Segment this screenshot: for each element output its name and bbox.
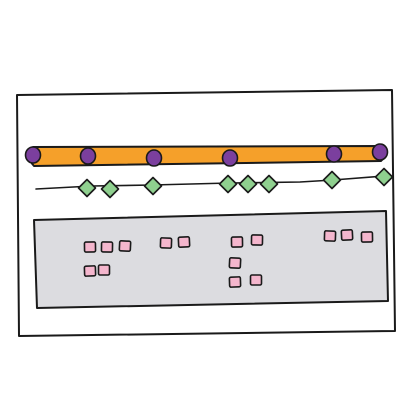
chip-3-4 [228, 276, 242, 288]
chip-1-3 [118, 239, 132, 253]
chip-4-2 [340, 228, 354, 242]
chip-4-3 [360, 231, 374, 243]
timeline-marker-1 [77, 178, 97, 198]
timeline-marker-7 [322, 170, 342, 190]
chip-3-1 [230, 236, 244, 248]
chip-1-2 [100, 241, 114, 253]
timeline-marker-3 [143, 176, 163, 196]
chip-1-4 [83, 265, 97, 277]
timeline-marker-5 [238, 174, 258, 194]
track-node-6 [371, 143, 389, 161]
chip-area [83, 228, 374, 288]
chip-3-5 [249, 274, 263, 286]
track-node-3 [145, 149, 163, 167]
chip-4-1 [323, 230, 337, 242]
chip-1-1 [83, 241, 97, 253]
track-nodes [24, 143, 389, 167]
chip-2-1 [159, 237, 173, 249]
content-panel [33, 210, 389, 309]
chip-3-3 [228, 256, 242, 270]
track-node-5 [325, 145, 343, 163]
chip-1-5 [97, 264, 111, 276]
chip-2-2 [177, 235, 191, 249]
timeline-marker-6 [259, 174, 279, 194]
timeline-marker-4 [218, 174, 238, 194]
track-node-4 [221, 149, 239, 167]
track-node-2 [79, 147, 97, 165]
timeline-markers [77, 167, 394, 199]
timeline-marker-2 [100, 179, 120, 199]
chip-3-2 [250, 234, 264, 246]
track-node-1 [24, 146, 42, 164]
timeline-marker-8 [374, 167, 394, 187]
